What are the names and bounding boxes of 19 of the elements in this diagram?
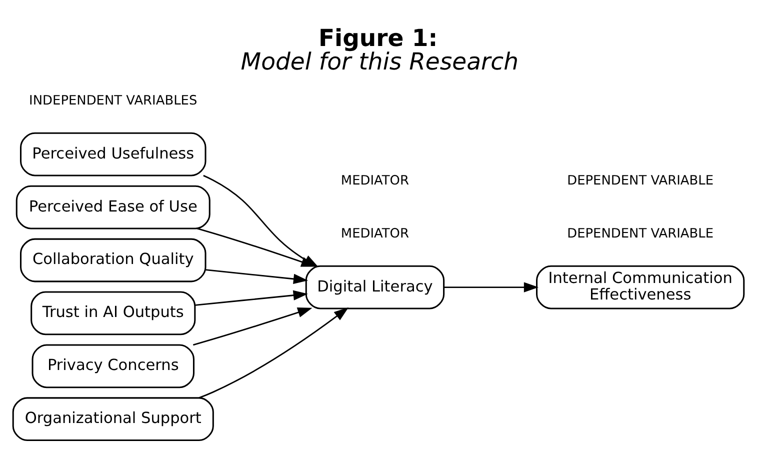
arrow <box>198 306 349 398</box>
label: MEDIATOR <box>340 173 409 188</box>
label: MEDIATOR <box>340 226 409 242</box>
node-box: Privacy Concerns <box>32 344 194 388</box>
node-box: Organizational Support <box>12 396 214 441</box>
arrow <box>194 290 308 306</box>
label: DEPENDENT VARIABLE <box>567 173 714 188</box>
node-box: Collaboration Quality <box>20 238 206 282</box>
node-box: Trust in AI Outputs <box>30 290 196 335</box>
node-box: Perceived Usefulness <box>20 132 206 176</box>
arrow <box>192 307 312 346</box>
arrow <box>206 268 308 284</box>
label: DEPENDENT VARIABLE <box>567 226 714 242</box>
node-box: Internal Communication Effectiveness <box>536 264 745 309</box>
label: INDEPENDENT VARIABLES <box>29 93 198 108</box>
node-box: Digital Literacy <box>305 264 445 309</box>
arrow <box>444 282 539 292</box>
node-box: Perceived Ease of Use <box>16 184 210 229</box>
arrow <box>196 227 316 266</box>
